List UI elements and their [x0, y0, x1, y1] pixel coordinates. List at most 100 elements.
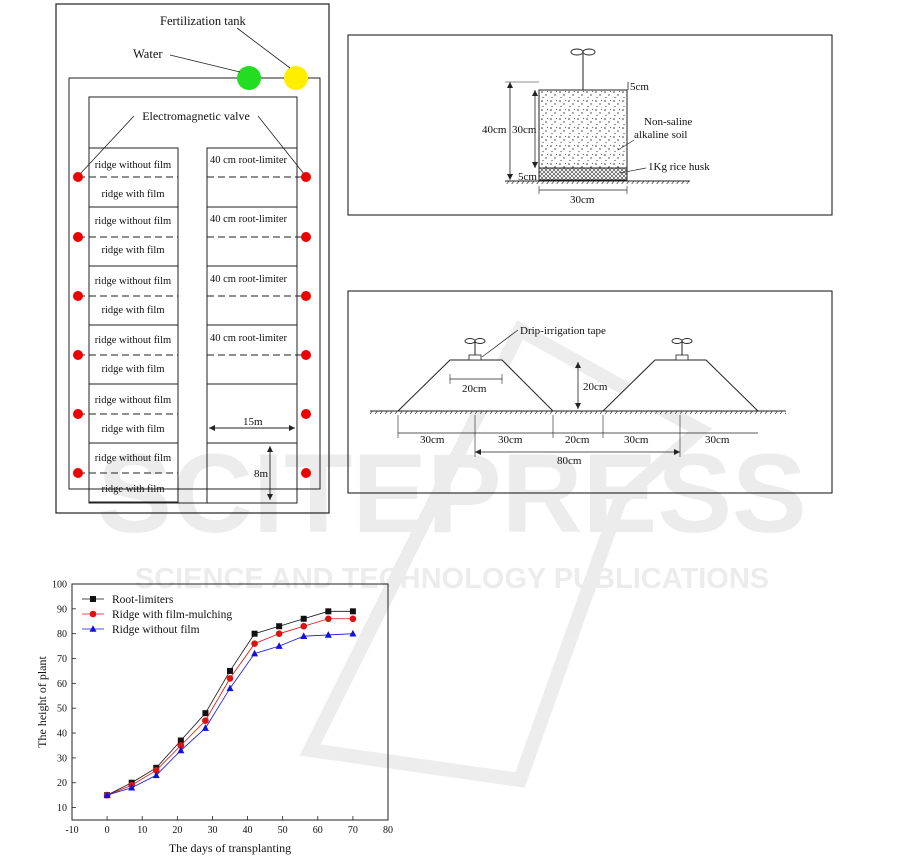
data-point	[349, 615, 357, 623]
x-tick-label: 70	[348, 825, 358, 836]
data-point	[300, 622, 308, 630]
data-point	[103, 791, 111, 798]
ridge-right	[601, 359, 760, 412]
dim-width: 30cm	[570, 194, 595, 206]
ridge-left	[396, 359, 555, 412]
plant-spacing: 80cm	[557, 455, 582, 467]
data-point	[300, 615, 307, 622]
plot-label-with-film: ridge with film	[102, 305, 165, 316]
left-plot-column: ridge without film ridge with film ridge…	[73, 147, 179, 503]
data-point	[349, 629, 357, 637]
drip-tape-icon	[468, 354, 482, 361]
valve-icon	[301, 232, 311, 242]
plot-row: ridge without film ridge with film	[73, 265, 179, 326]
x-tick-label: 0	[105, 825, 110, 836]
data-point	[276, 623, 283, 630]
x-tick-label: 20	[172, 825, 182, 836]
plot-label-with-film: ridge with film	[102, 189, 165, 200]
plot-frame	[71, 583, 389, 821]
data-point	[226, 675, 234, 682]
data-point	[177, 742, 185, 749]
rice-husk-layer	[538, 167, 628, 181]
data-point	[275, 630, 283, 637]
plot-label-no-film: ridge without film	[95, 335, 171, 346]
data-point	[251, 649, 259, 657]
root-limiter-label: 40 cm root-limiter	[210, 155, 287, 166]
plot-row: ridge without film ridge with film	[73, 383, 179, 444]
data-point	[227, 667, 233, 674]
valve-icon	[301, 409, 311, 419]
series-1	[104, 608, 356, 799]
plot-row: ridge without film ridge with film	[73, 206, 179, 267]
plant-icon	[464, 338, 486, 355]
plant-icon	[570, 48, 596, 90]
data-point	[300, 632, 308, 639]
watermark-subtitle: SCIENCE AND TECHNOLOGY PUBLICATIONS	[135, 563, 769, 595]
soil-label-line1: Non-saline	[644, 116, 692, 128]
plot-label-no-film: ridge without film	[95, 216, 171, 227]
y-tick-label: 90	[57, 604, 67, 615]
y-tick-label: 20	[57, 778, 67, 789]
layout-border	[55, 3, 330, 514]
plot-row: ridge without film ridge with film	[73, 147, 179, 208]
segment-label: 30cm	[624, 434, 649, 446]
fertilization-tank-icon	[284, 66, 308, 90]
series-line	[106, 610, 353, 796]
valve-icon	[301, 172, 311, 182]
series-3	[103, 629, 357, 798]
legend-marker	[89, 610, 97, 618]
x-axis-label: The days of transplanting	[169, 841, 291, 855]
series-line	[106, 633, 353, 796]
drip-tape-icon	[675, 354, 689, 361]
legend-label: Ridge without film	[112, 624, 200, 636]
series-2	[103, 615, 357, 799]
y-tick-label: 60	[57, 679, 67, 690]
segment-label: 30cm	[705, 434, 730, 446]
valve-icon	[73, 468, 83, 478]
valve-label: Electromagnetic valve	[142, 109, 250, 123]
ridge-height: 20cm	[583, 381, 608, 393]
length-dimension: 8m	[254, 468, 269, 480]
y-tick-label: 50	[57, 704, 67, 715]
legend-entry: Root-limiters	[82, 594, 174, 606]
valve-icon	[301, 468, 311, 478]
data-point	[251, 640, 258, 647]
data-point	[201, 724, 209, 731]
x-tick-label: 40	[243, 825, 253, 836]
data-point	[152, 767, 160, 774]
data-point	[275, 642, 283, 649]
container-border	[347, 34, 833, 216]
y-tick-label: 40	[57, 729, 67, 740]
legend-marker	[89, 625, 97, 632]
pipe-loop	[68, 77, 321, 490]
x-tick-label: 80	[383, 825, 393, 836]
series-line	[106, 618, 353, 796]
dim-top-gap: 5cm	[630, 81, 649, 93]
legend-entry: Ridge with film-mulching	[82, 609, 232, 621]
data-point	[325, 615, 332, 623]
container-panel: 40cm 30cm 5cm 5cm Non-saline alkaline so…	[347, 34, 833, 216]
dim-husk-height: 5cm	[518, 171, 537, 183]
y-tick-label: 80	[57, 629, 67, 640]
segment-label: 30cm	[420, 434, 445, 446]
valve-icon	[73, 409, 83, 419]
valve-icon	[301, 291, 311, 301]
segment-label: 30cm	[498, 434, 523, 446]
x-tick-label: 10	[137, 825, 147, 836]
water-label: Water	[133, 47, 163, 61]
ridge-border	[347, 290, 833, 494]
data-point	[325, 608, 332, 615]
y-tick-label: 10	[57, 803, 67, 814]
series-layer	[103, 608, 357, 799]
data-point	[177, 737, 184, 744]
data-point	[251, 630, 258, 637]
data-point	[128, 783, 136, 791]
plot-label-no-film: ridge without film	[95, 395, 171, 406]
data-point	[177, 746, 185, 754]
data-point	[152, 771, 160, 779]
dim-soil-height: 30cm	[512, 124, 537, 136]
